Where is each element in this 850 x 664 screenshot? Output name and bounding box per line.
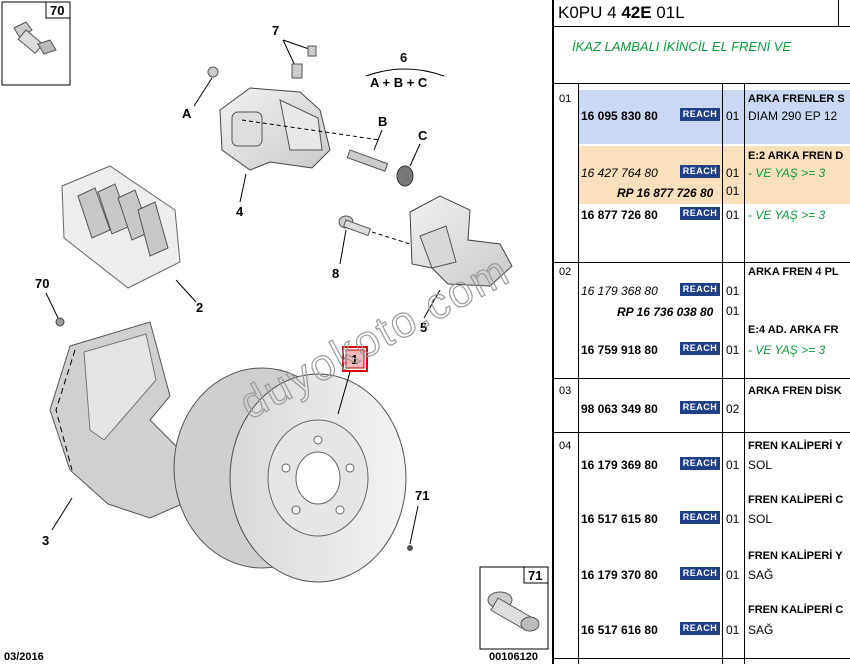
quantity: 02 xyxy=(726,402,740,416)
group-number: 04 xyxy=(559,440,572,452)
part-description-detail: DIAM 290 EP 12 xyxy=(748,109,838,123)
reach-badge: REACH xyxy=(680,401,720,414)
section-title: İKAZ LAMBALI İKİNCİL EL FRENİ VE xyxy=(554,27,850,84)
formula-6: 6 A + B + C xyxy=(365,50,445,90)
date-code: 03/2016 xyxy=(4,651,44,663)
svg-text:B: B xyxy=(378,114,387,129)
part-description: E:2 ARKA FREN D xyxy=(748,150,844,162)
svg-text:A + B + C: A + B + C xyxy=(370,75,428,90)
side-label: SAĞ xyxy=(748,623,774,637)
part-description: ARKA FREN DİSK xyxy=(748,385,842,397)
part-number[interactable]: 16 517 615 80 xyxy=(581,512,658,526)
group-number: 01 xyxy=(559,93,572,105)
replacement-part-number[interactable]: RP 16 736 038 80 xyxy=(617,305,714,319)
quantity: 01 xyxy=(726,512,740,526)
part-description: FREN KALİPERİ C xyxy=(748,604,844,616)
quantity: 01 xyxy=(726,458,740,472)
part-number[interactable]: 16 877 726 80 xyxy=(581,208,658,222)
bolt-part-8[interactable]: 8 xyxy=(332,215,411,281)
bolt-70-icon xyxy=(13,21,57,55)
side-label: SOL xyxy=(748,512,773,526)
reach-badge: REACH xyxy=(680,567,720,580)
group-number: 03 xyxy=(559,385,572,397)
quantity: 01 xyxy=(726,208,740,222)
quantity: 01 xyxy=(726,343,740,357)
condition-text: - VE YAŞ >= 3 xyxy=(748,166,826,180)
part-number[interactable]: 16 517 616 80 xyxy=(581,623,658,637)
replacement-part-number[interactable]: RP 16 877 726 80 xyxy=(617,186,714,200)
part-number[interactable]: 98 063 349 80 xyxy=(581,402,658,416)
svg-text:70: 70 xyxy=(35,276,49,291)
svg-text:3: 3 xyxy=(42,533,49,548)
callout-c[interactable]: C xyxy=(396,128,428,187)
part-number[interactable]: 16 095 830 80 xyxy=(581,109,658,123)
svg-text:71: 71 xyxy=(415,488,429,503)
catalog-header: K0PU 4 42E 01L xyxy=(554,0,850,27)
quantity: 01 xyxy=(726,284,740,298)
part-number[interactable]: 16 427 764 80 xyxy=(581,166,658,180)
reach-badge: REACH xyxy=(680,207,720,220)
screw-71-icon xyxy=(487,591,540,632)
quantity: 01 xyxy=(726,623,740,637)
side-label: SAĞ xyxy=(748,568,774,582)
callout-7[interactable]: 7 xyxy=(272,23,317,79)
image-id: 00106120 xyxy=(489,651,538,663)
caliper-carrier-part-5[interactable]: 5 xyxy=(409,195,513,335)
inset-70-label: 70 xyxy=(50,3,64,18)
quantity: 01 xyxy=(726,184,740,198)
reach-badge: REACH xyxy=(680,342,720,355)
brake-disc-part-1[interactable]: 1 71 xyxy=(173,346,429,583)
reach-badge: REACH xyxy=(680,108,720,121)
svg-text:5: 5 xyxy=(420,320,427,335)
svg-text:7: 7 xyxy=(272,23,279,38)
part-description: ARKA FREN 4 PL xyxy=(748,266,839,278)
dust-shield-part-3[interactable]: 3 70 xyxy=(35,276,215,548)
reach-badge: REACH xyxy=(680,283,720,296)
svg-text:4: 4 xyxy=(236,204,244,219)
callout-a[interactable]: A xyxy=(182,66,219,121)
part-number[interactable]: 16 179 370 80 xyxy=(581,568,658,582)
svg-text:C: C xyxy=(418,128,428,143)
group-number: 02 xyxy=(559,266,572,278)
reach-badge: REACH xyxy=(680,622,720,635)
reach-badge: REACH xyxy=(680,457,720,470)
svg-text:A: A xyxy=(182,106,192,121)
condition-text: - VE YAŞ >= 3 xyxy=(748,208,826,222)
part-number[interactable]: 16 759 918 80 xyxy=(581,343,658,357)
part-description: E:4 AD. ARKA FR xyxy=(748,324,839,336)
part-description: FREN KALİPERİ Y xyxy=(748,550,843,562)
svg-text:2: 2 xyxy=(196,300,203,315)
inset-71-label: 71 xyxy=(528,568,542,583)
catalog-code: K0PU 4 42E 01L xyxy=(558,3,685,22)
reach-badge: REACH xyxy=(680,165,720,178)
part-description: FREN KALİPERİ C xyxy=(748,494,844,506)
side-label: SOL xyxy=(748,458,773,472)
bleed-valve-icon xyxy=(291,45,317,79)
reach-badge: REACH xyxy=(680,511,720,524)
part-number[interactable]: 16 179 368 80 xyxy=(581,284,658,298)
caliper-part-4[interactable]: 4 xyxy=(219,87,381,219)
svg-text:8: 8 xyxy=(332,266,339,281)
parts-list-panel: K0PU 4 42E 01L İKAZ LAMBALI İKİNCİL EL F… xyxy=(552,0,850,664)
inset-box-71[interactable]: 71 xyxy=(479,566,549,650)
part-description: ARKA FRENLER S xyxy=(748,93,845,105)
svg-text:6: 6 xyxy=(400,50,407,65)
quantity: 01 xyxy=(726,304,740,318)
parts-diagram: 70 71 6 A + B + C 7 A xyxy=(1,1,549,663)
callout-b[interactable]: B xyxy=(346,114,389,172)
quantity: 01 xyxy=(726,166,740,180)
svg-text:1: 1 xyxy=(351,352,358,367)
brake-pads-part-2[interactable]: 2 xyxy=(61,165,203,315)
part-description: FREN KALİPERİ Y xyxy=(748,440,843,452)
condition-text: - VE YAŞ >= 3 xyxy=(748,343,826,357)
inset-box-70[interactable]: 70 xyxy=(1,1,71,86)
part-number[interactable]: 16 179 369 80 xyxy=(581,458,658,472)
quantity: 01 xyxy=(726,109,740,123)
quantity: 01 xyxy=(726,568,740,582)
